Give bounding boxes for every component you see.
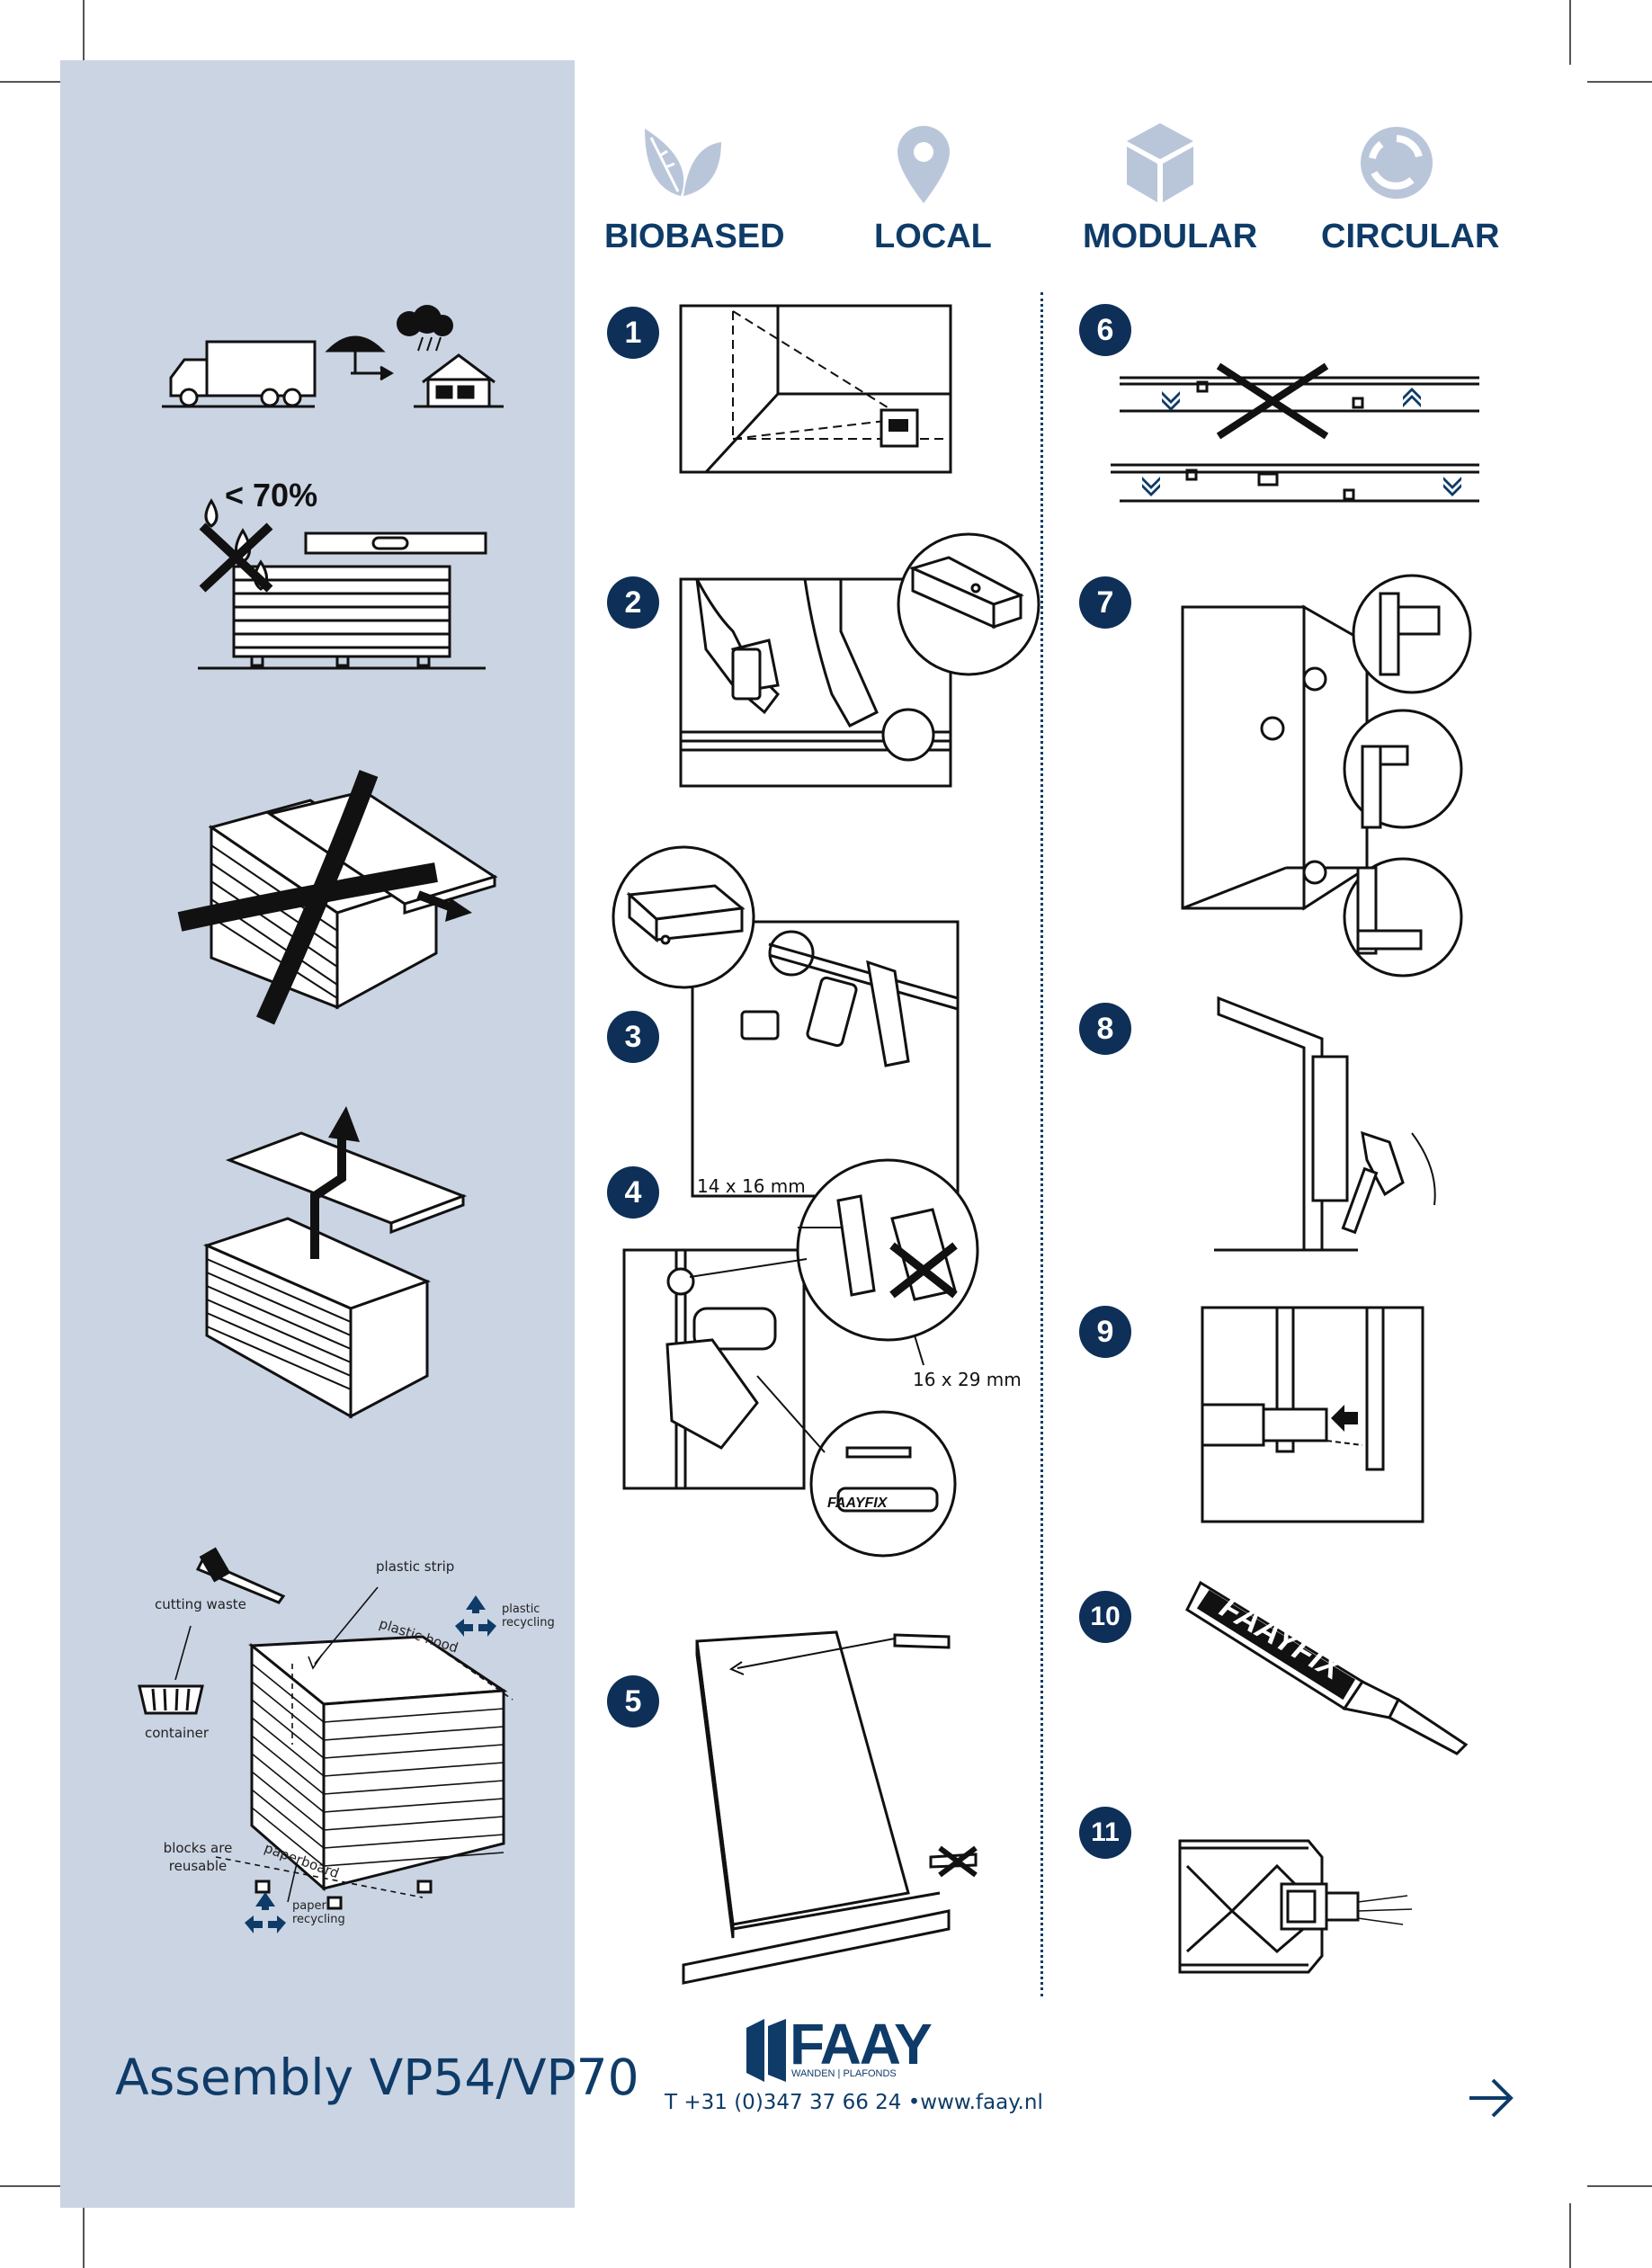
plastic-strip-label: plastic strip (376, 1558, 455, 1575)
step-number-8: 8 (1079, 1003, 1131, 1055)
step-number-11: 11 (1079, 1807, 1131, 1859)
transport-weather-illustration (162, 305, 504, 408)
batten-ok-dimension: 14 x 16 mm (697, 1175, 806, 1197)
step-11-illustration (1178, 1839, 1413, 1974)
step-4-illustration (622, 1158, 979, 1558)
crop-mark (1569, 0, 1571, 65)
paper-recycle-icon (245, 1892, 286, 1933)
step-number-3: 3 (607, 1011, 659, 1063)
faayfix-tube-icon (1185, 1580, 1469, 1755)
faayfix-tube-label-small: FAAYFIX (827, 1496, 888, 1511)
step-1-illustration (679, 304, 952, 474)
location-pin-icon (897, 126, 950, 203)
contact-line: T +31 (0)347 37 66 24 •www.faay.nl (665, 2091, 1043, 2114)
step-number-6: 6 (1079, 304, 1131, 356)
value-label-modular: MODULAR (1083, 218, 1258, 255)
leaf-icon (645, 129, 721, 196)
step-number-10: 10 (1079, 1591, 1131, 1643)
lift-panel-illustration (202, 1106, 468, 1419)
page-title: Assembly VP54/VP70 (115, 2049, 639, 2106)
dont-slide-illustration (177, 770, 498, 1025)
humidity-label: < 70% (225, 477, 318, 513)
value-label-local: LOCAL (874, 218, 992, 255)
step-3-illustration (612, 845, 960, 1198)
step-7-illustration (1181, 574, 1472, 978)
batten-wrong-dimension: 16 x 29 mm (913, 1369, 1022, 1390)
value-label-circular: CIRCULAR (1321, 218, 1500, 255)
step-number-5: 5 (607, 1675, 659, 1728)
cutting-waste-label: cutting waste (155, 1596, 246, 1612)
plastic-recycle-icon (455, 1595, 496, 1637)
step-9-illustration (1201, 1306, 1424, 1523)
arrow-right-icon[interactable] (1468, 2077, 1514, 2119)
faay-logo-mark (746, 2019, 786, 2082)
crop-mark (1569, 2203, 1571, 2268)
paper-recycling-label: paper recycling (292, 1899, 345, 1926)
cube-icon (1127, 123, 1193, 202)
step-5-illustration (682, 1630, 978, 1985)
crop-mark (83, 0, 85, 65)
step-number-4: 4 (607, 1166, 659, 1219)
step-2-illustration (679, 532, 1040, 788)
step-6-illustration (1111, 362, 1479, 503)
step-8-illustration (1214, 996, 1436, 1252)
waste-recycling-illustration (138, 1547, 513, 1910)
faay-logo-text: FAAY (790, 2012, 933, 2076)
step-number-1: 1 (607, 307, 659, 359)
crop-mark (0, 2185, 65, 2187)
value-label-biobased: BIOBASED (604, 218, 785, 255)
humidity-illustration (198, 498, 487, 670)
crop-mark (1587, 81, 1652, 83)
step-number-7: 7 (1079, 576, 1131, 629)
step-number-2: 2 (607, 576, 659, 629)
recycle-icon (1361, 127, 1433, 199)
crop-mark (1587, 2185, 1652, 2187)
container-label: container (145, 1725, 210, 1741)
column-divider (1040, 292, 1043, 1996)
faay-logo-subtext: WANDEN | PLAFONDS (791, 2068, 897, 2079)
step-number-9: 9 (1079, 1306, 1131, 1358)
crop-mark (83, 2203, 85, 2268)
blocks-reusable-label: blocks are reusable (163, 1840, 233, 1874)
crop-mark (0, 81, 65, 83)
plastic-recycling-label: plastic recycling (502, 1603, 555, 1630)
